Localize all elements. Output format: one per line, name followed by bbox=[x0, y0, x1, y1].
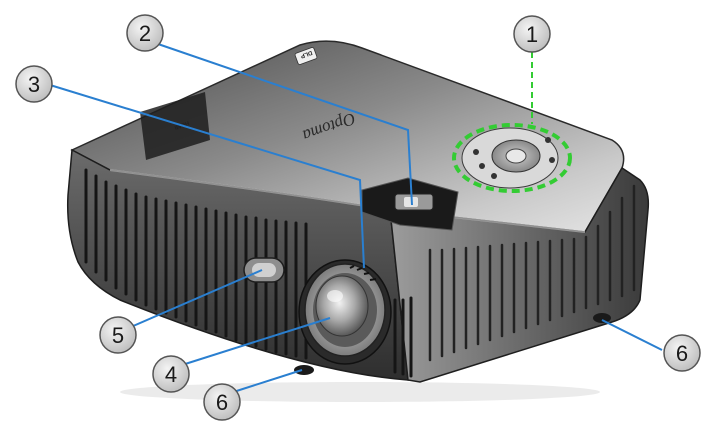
svg-text:6: 6 bbox=[676, 341, 688, 366]
svg-text:3: 3 bbox=[28, 72, 40, 97]
svg-text:2: 2 bbox=[139, 21, 151, 46]
lens-assembly bbox=[298, 259, 392, 365]
callout-5: 5 bbox=[99, 316, 137, 354]
callout-1: 1 bbox=[513, 15, 551, 53]
leader-lines bbox=[49, 43, 663, 396]
lens bbox=[315, 275, 369, 337]
callout-4: 4 bbox=[152, 355, 190, 393]
front-vent-grille bbox=[84, 168, 308, 360]
ir-receiver bbox=[243, 257, 285, 283]
front-foot bbox=[294, 365, 314, 375]
svg-text:1: 1 bbox=[526, 22, 538, 47]
leader-line-4 bbox=[181, 317, 331, 366]
callout-2: 2 bbox=[126, 14, 164, 52]
callout-6-front: 6 bbox=[203, 383, 241, 421]
svg-text:DLP: DLP bbox=[300, 49, 313, 59]
svg-text:6: 6 bbox=[216, 390, 228, 415]
leader-line-6b bbox=[601, 319, 663, 351]
leader-line-2 bbox=[157, 43, 413, 206]
leader-line-5 bbox=[123, 269, 263, 331]
dlp-badge: DLP bbox=[294, 47, 318, 65]
callout-3: 3 bbox=[15, 65, 53, 103]
side-vent-grille bbox=[428, 184, 636, 362]
svg-text:4: 4 bbox=[165, 362, 177, 387]
right-vent-grille bbox=[393, 296, 413, 378]
control-panel bbox=[461, 127, 559, 189]
leader-line-3 bbox=[49, 84, 365, 269]
rear-foot bbox=[593, 313, 611, 323]
svg-text:5: 5 bbox=[112, 323, 124, 348]
control-panel-highlight bbox=[452, 123, 572, 193]
callout-6-rear: 6 bbox=[663, 334, 701, 372]
